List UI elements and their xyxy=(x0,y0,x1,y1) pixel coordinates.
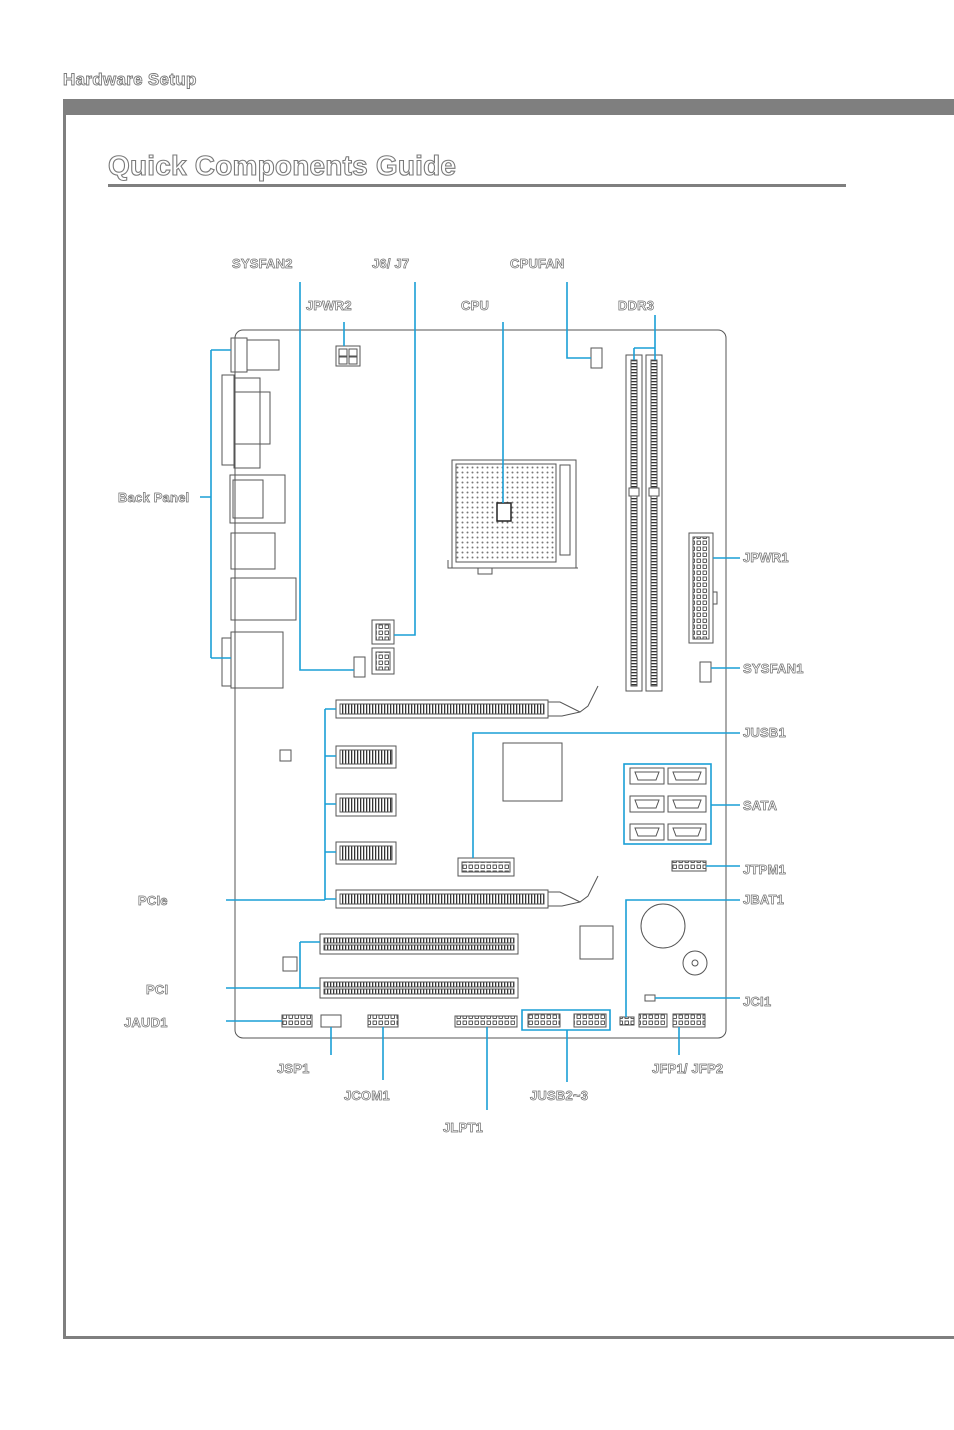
label-sysfan2: SYSFAN2 xyxy=(232,256,293,271)
label-pci: PCI xyxy=(146,982,168,997)
sysfan1-header xyxy=(700,662,711,682)
pcie-x16-slot-1 xyxy=(336,686,598,718)
jaud1-header xyxy=(282,1015,312,1027)
label-back-panel: Back Panel xyxy=(118,490,189,505)
pcie-x1-slot-2 xyxy=(336,794,396,816)
pcie-x1-slot-1 xyxy=(336,746,396,768)
back-panel-io xyxy=(222,338,296,688)
label-jusb1: JUSB1 xyxy=(743,725,786,740)
ddr3-slots xyxy=(626,355,662,691)
label-cpufan: CPUFAN xyxy=(510,256,565,271)
pcie-x16-slot-2 xyxy=(336,876,598,908)
small-square-2 xyxy=(283,957,297,971)
small-square-1 xyxy=(280,750,291,761)
label-jfp1-jfp2: JFP1/ JFP2 xyxy=(652,1061,723,1076)
label-jcom1: JCOM1 xyxy=(344,1088,390,1103)
label-sysfan1: SYSFAN1 xyxy=(743,661,804,676)
sata-ports xyxy=(630,768,706,840)
chipset xyxy=(503,743,562,801)
label-pcie: PCIe xyxy=(138,893,168,908)
jpwr2-connector xyxy=(336,346,360,366)
jlpt1-header xyxy=(455,1016,517,1027)
jfp2-header xyxy=(673,1014,705,1027)
pcie-x1-slot-3 xyxy=(336,842,396,864)
pci-slot-1 xyxy=(320,934,518,954)
jbat1-jumper xyxy=(620,1017,634,1025)
label-jpwr1: JPWR1 xyxy=(743,550,789,565)
pci-slot-2 xyxy=(320,978,518,998)
sysfan2-header xyxy=(354,657,365,677)
label-sata: SATA xyxy=(743,798,777,813)
jusb1-header xyxy=(458,858,514,876)
label-jlpt1: JLPT1 xyxy=(443,1120,483,1135)
cpufan-header xyxy=(591,348,602,368)
label-cpu: CPU xyxy=(461,298,489,313)
label-j6-j7: J6/ J7 xyxy=(372,256,409,271)
label-jtpm1: JTPM1 xyxy=(743,862,786,877)
label-ddr3: DDR3 xyxy=(618,298,654,313)
io-chip xyxy=(580,926,613,959)
label-jusb2-3: JUSB2~3 xyxy=(530,1088,588,1103)
jusb3-header xyxy=(574,1014,606,1027)
cpu-socket xyxy=(448,460,578,574)
jci1-header xyxy=(645,995,655,1001)
jpwr1-connector xyxy=(689,533,717,643)
label-jci1: JCI1 xyxy=(743,994,771,1009)
jusb2-header xyxy=(528,1014,560,1027)
jtpm1-header xyxy=(672,861,706,871)
label-jaud1: JAUD1 xyxy=(124,1015,168,1030)
j6-j7-headers xyxy=(372,620,394,674)
label-jbat1: JBAT1 xyxy=(743,892,784,907)
label-jpwr2: JPWR2 xyxy=(306,298,352,313)
jsp1-header xyxy=(321,1015,341,1027)
buzzer xyxy=(683,951,707,975)
label-jsp1: JSP1 xyxy=(277,1061,310,1076)
jfp1-header xyxy=(639,1014,667,1027)
jcom1-header xyxy=(368,1015,398,1027)
cmos-battery xyxy=(641,904,685,948)
